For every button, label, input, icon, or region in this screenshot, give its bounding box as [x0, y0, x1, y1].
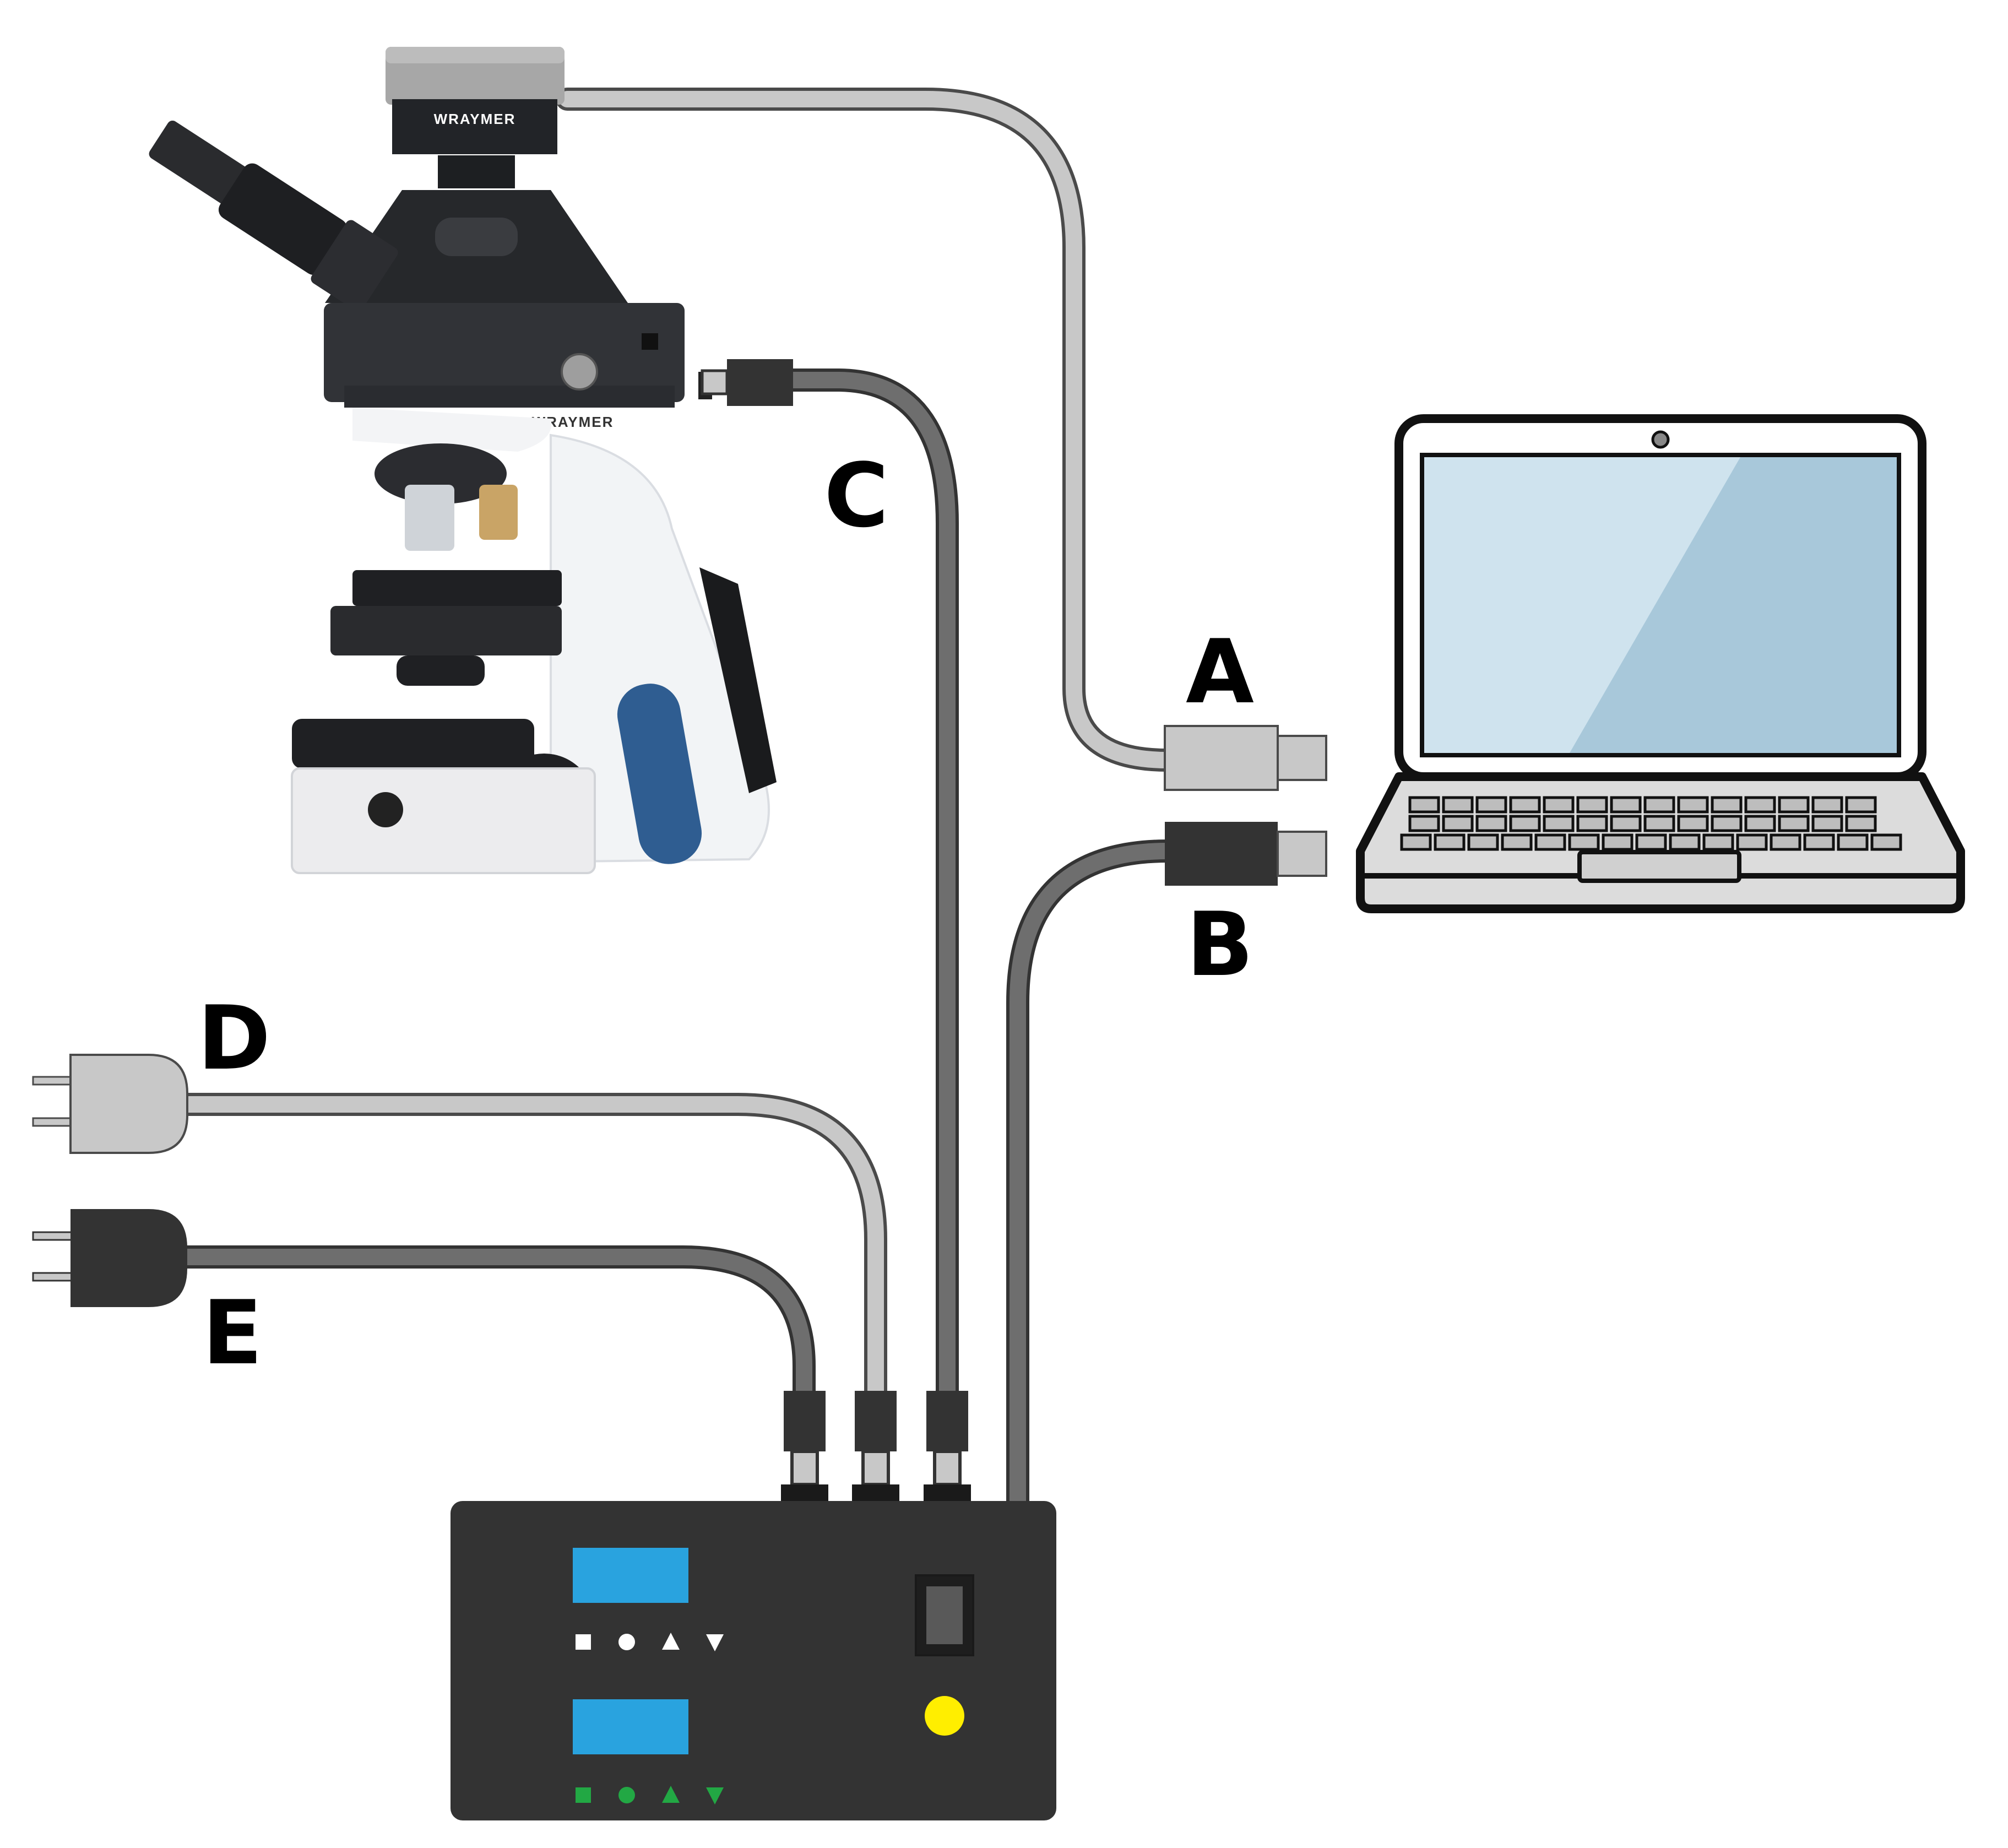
cable-b-inner: [1010, 843, 1176, 1518]
display-bottom: [573, 1699, 688, 1754]
keyboard-key: [1643, 815, 1675, 832]
plug-e: [32, 1209, 187, 1307]
keyboard-key: [1534, 833, 1566, 851]
camera: WRAYMER: [386, 47, 565, 188]
keyboard-key: [1811, 815, 1843, 832]
cable-d-inner: [176, 1096, 884, 1407]
label-c: C: [824, 444, 888, 547]
label-a: A: [1186, 620, 1254, 723]
display-top: [573, 1548, 688, 1603]
keyboard-key: [1635, 833, 1667, 851]
bottom-buttons: [576, 1786, 724, 1804]
keyboard-key: [1442, 815, 1474, 832]
connector-d: [852, 1391, 899, 1501]
keyboard-key: [1643, 796, 1675, 814]
keyboard-key: [1711, 815, 1743, 832]
keyboard-key: [1845, 815, 1877, 832]
camera-brand: WRAYMER: [434, 111, 516, 127]
keyboard-key: [1576, 815, 1608, 832]
keyboard-key: [1475, 815, 1507, 832]
keyboard-key: [1568, 833, 1600, 851]
keyboard-key: [1509, 796, 1541, 814]
label-b: B: [1186, 893, 1253, 996]
connector-c: [924, 1391, 971, 1501]
keyboard-key: [1778, 796, 1810, 814]
connector-c-microscope: [701, 359, 793, 406]
keyboard-key: [1501, 833, 1533, 851]
keyboard-key: [1400, 833, 1432, 851]
keyboard-key: [1610, 815, 1642, 832]
controller-body: [451, 1501, 1056, 1820]
keyboard-key: [1434, 833, 1466, 851]
keyboard-key: [1702, 833, 1734, 851]
keyboard-key: [1509, 815, 1541, 832]
keyboard-key: [1744, 796, 1776, 814]
indicator-light: [925, 1696, 964, 1736]
knob-icon: [561, 353, 598, 391]
triangle-up-icon[interactable]: [662, 1786, 680, 1803]
cable-c-inner: [785, 372, 956, 1407]
keyboard-key: [1543, 815, 1575, 832]
label-d: D: [198, 987, 271, 1090]
triangle-up-icon[interactable]: [662, 1633, 680, 1650]
keyboard-key: [1744, 815, 1776, 832]
webcam-icon: [1651, 430, 1670, 449]
square-icon[interactable]: [576, 1787, 591, 1803]
triangle-down-icon[interactable]: [706, 1634, 724, 1651]
grip-icon: [617, 684, 702, 864]
keyboard-key: [1442, 796, 1474, 814]
keyboard-key: [1576, 796, 1608, 814]
keyboard-key: [1602, 833, 1633, 851]
keyboard-key: [1837, 833, 1869, 851]
keyboard-key: [1803, 833, 1835, 851]
keyboard-key: [1736, 833, 1768, 851]
keyboard-key: [1475, 796, 1507, 814]
keyboard-key: [1677, 796, 1709, 814]
eyepiece-icon: [149, 120, 398, 311]
camera-body: [392, 99, 557, 154]
cable-b: [1006, 839, 1179, 1521]
touchpad: [1577, 850, 1741, 883]
keyboard-key: [1408, 796, 1440, 814]
controller-connectors: [781, 1391, 971, 1501]
keyboard-key: [1467, 833, 1499, 851]
labels: A B C D E: [198, 444, 1254, 1384]
square-icon[interactable]: [576, 1634, 591, 1650]
triangle-down-icon[interactable]: [706, 1787, 724, 1804]
keyboard-key: [1811, 796, 1843, 814]
cables: [173, 88, 1179, 1521]
circle-icon[interactable]: [618, 1787, 635, 1803]
connector-e: [781, 1391, 828, 1501]
plug-d: [32, 1054, 188, 1154]
cable-e-inner: [176, 1249, 812, 1407]
keyboard-key: [1778, 815, 1810, 832]
circle-icon[interactable]: [618, 1634, 635, 1650]
dimmer-icon: [368, 792, 403, 827]
keyboard-key: [1543, 796, 1575, 814]
microscope: WRAYMER: [149, 120, 793, 874]
keyboard-key: [1845, 796, 1877, 814]
connector-b: [1165, 822, 1327, 886]
keyboard: [1400, 796, 1902, 851]
keyboard-key: [1669, 833, 1701, 851]
controller-box: [451, 1501, 1056, 1820]
keyboard-key: [1870, 833, 1902, 851]
label-e: E: [202, 1281, 262, 1384]
keyboard-key: [1711, 796, 1743, 814]
screen-reflection: [1570, 457, 1897, 753]
keyboard-key: [1770, 833, 1801, 851]
keyboard-key: [1610, 796, 1642, 814]
cable-e: [173, 1245, 816, 1411]
power-switch[interactable]: [915, 1574, 974, 1656]
laptop: [1356, 414, 1965, 913]
cable-a-inner: [559, 91, 1176, 768]
top-buttons: [576, 1633, 724, 1651]
keyboard-key: [1408, 815, 1440, 832]
keyboard-key: [1677, 815, 1709, 832]
connector-a: [1164, 725, 1327, 791]
